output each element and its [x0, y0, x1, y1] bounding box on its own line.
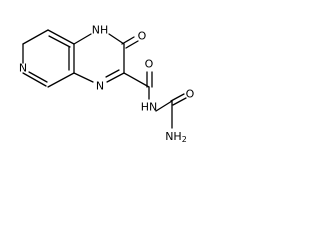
- bond-c8-c8-inner: [48, 35, 71, 48]
- bond-n6-c5: [22, 72, 47, 87]
- bond-c8a-n1: [73, 33, 92, 45]
- bond-c2-o-b: [125, 40, 139, 49]
- atom-label-nh2-urea: NH2: [165, 130, 187, 144]
- atom-label-o-ring: O: [138, 30, 147, 43]
- bond-c8a-c8: [47, 29, 75, 45]
- atom-labels: NH O N N O HN O NH2: [19, 24, 195, 144]
- bond-curea-o-b: [172, 97, 187, 106]
- bond-n6-c5-inner: [28, 71, 48, 83]
- substituent-bonds: [121, 36, 187, 129]
- nh2-subscript: 2: [182, 135, 187, 144]
- atom-label-o-urea: O: [186, 88, 195, 101]
- pyridine-ring: [22, 29, 75, 88]
- bond-c5-c4a: [47, 72, 75, 88]
- pyrazinone-ring: [73, 33, 125, 83]
- atom-label-n-pyridine: N: [19, 62, 27, 75]
- bond-c8-c7: [22, 29, 49, 45]
- bond-c3-n4: [106, 72, 125, 83]
- bond-c3-n4-inner: [105, 69, 120, 78]
- bond-curea-o-a: [170, 93, 185, 102]
- atom-label-nh-ring: NH: [92, 24, 109, 37]
- structure-diagram: NH O N N O HN O NH2: [19, 24, 195, 144]
- atom-label-hn-amide: HN: [141, 101, 158, 114]
- bond-n4-c4a: [73, 72, 94, 83]
- bond-c2-o-a: [121, 36, 135, 45]
- atom-label-o-amide: O: [145, 58, 154, 71]
- bond-nh-curea: [155, 100, 173, 112]
- atom-label-n-pyrazine: N: [96, 80, 104, 93]
- bond-n1-c2: [108, 33, 125, 45]
- bond-c3-ccarbonyl: [123, 72, 150, 88]
